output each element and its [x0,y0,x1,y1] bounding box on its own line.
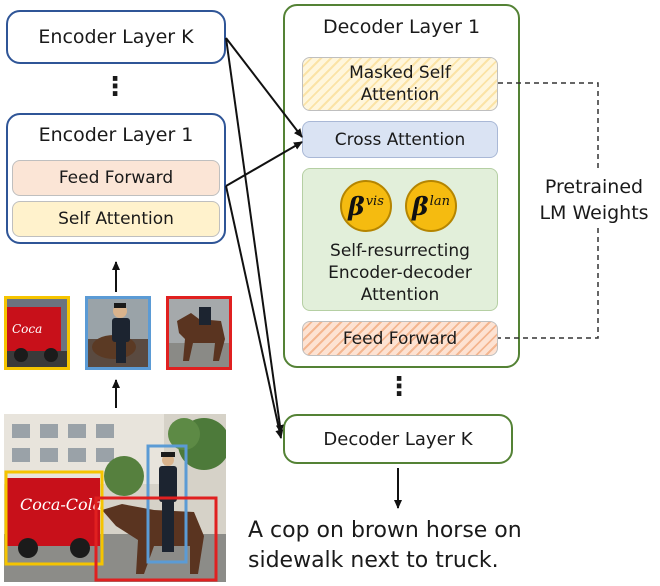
caption-line-2: sidewalk next to truck. [248,548,499,573]
pretrained-weights-bracket [498,82,599,168]
encoder-feed-forward: Feed Forward [12,160,220,196]
encoder-layer-1-label: Encoder Layer 1 [38,124,194,146]
svg-text:Coca: Coca [12,322,42,336]
arrow-encoder-1-to-decoder-k [225,185,284,439]
encoder-layer-k: Encoder Layer K [6,10,226,64]
self-resurrecting-label-2: Encoder-decoder [328,263,472,283]
beta-lan-sup: lan [429,193,450,209]
pretrained-weights-label-1: Pretrained [544,176,644,198]
cross-attention: Cross Attention [302,121,498,158]
officer-crop-icon [85,296,151,370]
caption-line-1: A cop on brown horse on [248,518,522,543]
arrow-encoder-k-to-decoder-k [225,37,284,434]
self-resurrecting-label-1: Self-resurrecting [330,241,470,261]
encoder-self-attention: Self Attention [12,201,220,237]
truck-crop-icon: Coca [4,296,70,370]
decoder-feed-forward: Feed Forward [302,321,498,356]
beta-lan-symbol: β [412,191,429,221]
horse-crop-icon [166,296,232,370]
svg-text:Coca-Cola: Coca-Cola [20,495,102,514]
arrow-encoder-k-to-cross-attention [225,37,303,138]
decoder-layer-1-label: Decoder Layer 1 [322,16,481,38]
encoder-self-attention-label: Self Attention [58,209,174,229]
street-scene-icon: Coca-Cola [4,414,226,582]
encoder-ellipsis: ⋮ [102,72,128,102]
decoder-layer-k-label: Decoder Layer K [323,428,473,450]
beta-vis-sup: vis [365,193,384,209]
self-resurrecting-label-3: Attention [360,285,440,305]
pretrained-weights-label-2: LM Weights [539,202,649,224]
cross-attention-label: Cross Attention [334,129,466,150]
masked-self-attention: Masked Self Attention [302,57,498,111]
arrow-encoder-1-to-cross-attention [225,141,303,187]
pretrained-weights-bracket-lower [498,228,599,339]
self-resurrecting-attention [302,168,498,311]
decoder-layer-k: Decoder Layer K [283,414,513,464]
masked-self-attention-label-1: Masked Self [349,63,451,83]
masked-self-attention-label-2: Attention [360,85,440,105]
decoder-feed-forward-label: Feed Forward [342,328,458,349]
encoder-feed-forward-label: Feed Forward [58,168,174,188]
decoder-ellipsis: ⋮ [386,372,412,402]
beta-vis-symbol: β [348,191,365,221]
encoder-layer-k-label: Encoder Layer K [38,26,194,48]
